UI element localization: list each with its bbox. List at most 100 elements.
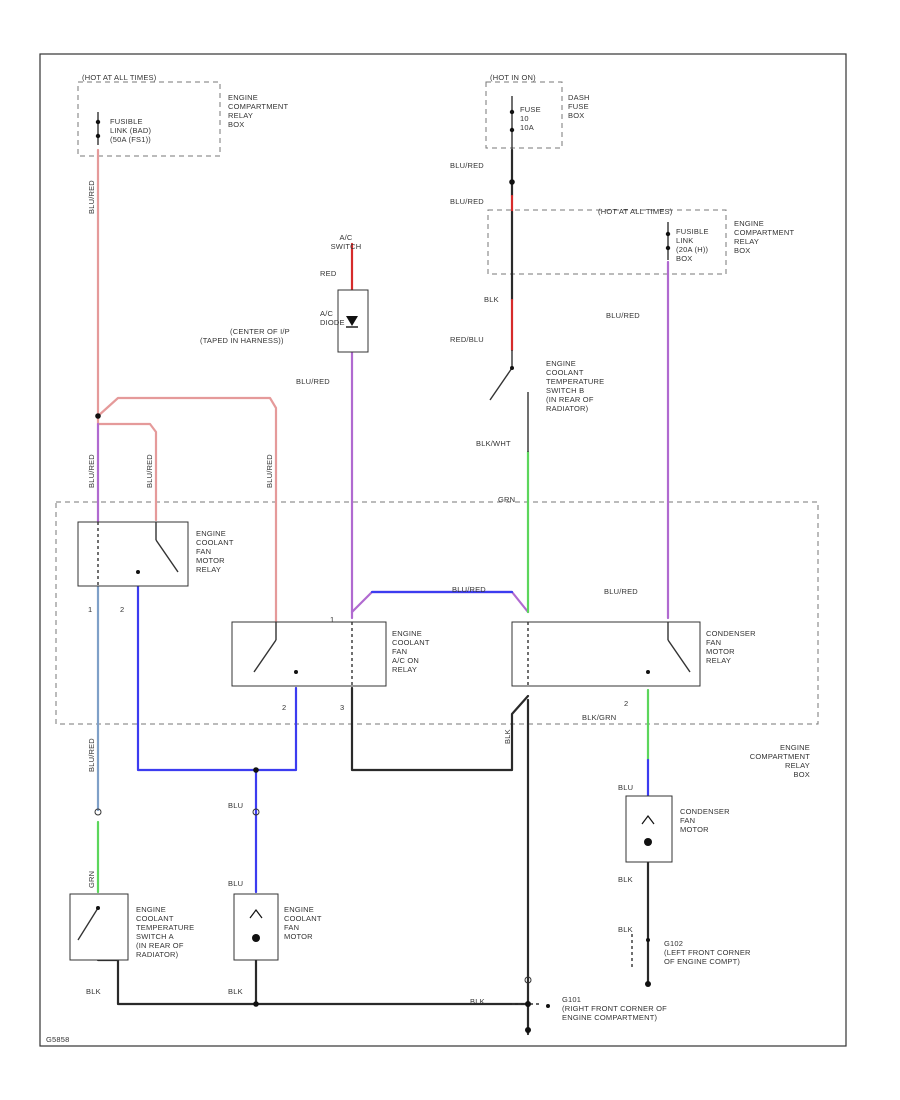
temp-switch-a-l5: (IN REAR OF: [136, 941, 184, 950]
wire-label: BLK: [228, 987, 243, 996]
g101-l3: ENGINE COMPARTMENT): [562, 1013, 657, 1022]
wire-label: BLK: [618, 875, 633, 884]
condenser-relay-l2: FAN: [706, 638, 721, 647]
wire-label: BLU/RED: [87, 180, 96, 214]
temp-switch-b-l6: RADIATOR): [546, 404, 589, 413]
fan-ac-relay-l1: ENGINE: [392, 629, 422, 638]
right-fuse-l1: FUSIBLE: [676, 227, 709, 236]
wire-label: RED/BLU: [450, 335, 484, 344]
wire-left-to-ac-relay: [96, 396, 278, 624]
wire-blue-bus: [136, 580, 298, 772]
top-left-box-l3: RELAY: [228, 111, 253, 120]
ac-diode-l1: A/C: [320, 309, 333, 318]
temp-switch-b-l5: (IN REAR OF: [546, 395, 594, 404]
ac-diode-l4: (TAPED IN HARNESS)): [200, 336, 284, 345]
wire-label: BLU/RED: [450, 197, 484, 206]
right-fuse-box: (HOT AT ALL TIMES) FUSIBLE LINK (20A (H)…: [487, 207, 794, 275]
top-left-fuse-l3: (50A (FS1)): [110, 135, 151, 144]
wire-label: BLU: [618, 783, 633, 792]
wire-diode-to-condenser-relay: [350, 590, 530, 614]
coolant-fan-motor-l3: FAN: [284, 923, 299, 932]
relay-box-l4: BOX: [794, 770, 810, 779]
wire-black-loop: [350, 686, 530, 772]
temp-switch-a-l6: RADIATOR): [136, 950, 179, 959]
wire-label: BLU/RED: [450, 161, 484, 170]
pin-label: 2: [624, 699, 628, 708]
wire-label: BLK: [618, 925, 633, 934]
g102-l1: G102: [664, 939, 683, 948]
temp-switch-a: [69, 893, 129, 961]
top-mid-fuse-l3: 10A: [520, 123, 534, 132]
ground-g102: [631, 934, 651, 987]
condenser-motor-l2: FAN: [680, 816, 695, 825]
relay-box-l1: ENGINE: [780, 743, 810, 752]
wire-label: GRN: [498, 495, 515, 504]
right-box-l4: BOX: [734, 246, 750, 255]
top-mid-box-l1: DASH: [568, 93, 590, 102]
condenser-motor-l3: MOTOR: [680, 825, 709, 834]
top-mid-fuse-l2: 10: [520, 114, 529, 123]
g101-l2: (RIGHT FRONT CORNER OF: [562, 1004, 667, 1013]
wire-label: BLU/RED: [87, 738, 96, 772]
pin-label: 1: [330, 615, 334, 624]
connector-dot: [94, 808, 102, 816]
top-middle-fuse-box: (HOT IN ON) FUSE 10 10A DASH FUSE BOX: [485, 73, 590, 150]
junction-dot: [253, 767, 259, 773]
top-mid-header: (HOT IN ON): [490, 73, 536, 82]
wire-left-to-relay-b: [96, 422, 158, 522]
g101-l1: G101: [562, 995, 581, 1004]
coolant-fan-motor-l2: COOLANT: [284, 914, 322, 923]
wire-label: BLU/RED: [87, 454, 96, 488]
wire-label: BLK: [484, 295, 499, 304]
condenser-motor-l1: CONDENSER: [680, 807, 730, 816]
top-mid-box-l3: BOX: [568, 111, 584, 120]
right-fuse-l3: (20A (H)): [676, 245, 709, 254]
temp-switch-a-l1: ENGINE: [136, 905, 166, 914]
fan-motor-relay-l1: ENGINE: [196, 529, 226, 538]
ac-diode: [337, 289, 369, 353]
ac-switch-l2: SWITCH: [331, 242, 362, 251]
relay-box-l2: COMPARTMENT: [750, 752, 810, 761]
wire-bottom-ground: [96, 958, 530, 1006]
diagram-id: G5858: [46, 1035, 70, 1044]
temp-switch-b-l4: SWITCH B: [546, 386, 584, 395]
wire-label: BLK: [503, 729, 512, 744]
right-fuse-l2: LINK: [676, 236, 693, 245]
condenser-relay-l3: MOTOR: [706, 647, 735, 656]
temp-switch-b-l2: COOLANT: [546, 368, 584, 377]
top-mid-fuse-l1: FUSE: [520, 105, 541, 114]
wire-label: BLU/RED: [452, 585, 486, 594]
right-box-l2: COMPARTMENT: [734, 228, 794, 237]
diagram-frame: [39, 53, 847, 1047]
right-fuse-l4: BOX: [676, 254, 692, 263]
connector-dot: [252, 808, 260, 816]
wire-label: BLU/RED: [606, 311, 640, 320]
wire-label: BLU/RED: [296, 377, 330, 386]
top-mid-box-l2: FUSE: [568, 102, 589, 111]
top-left-header: (HOT AT ALL TIMES): [82, 73, 157, 82]
coolant-fan-motor-l4: MOTOR: [284, 932, 313, 941]
fan-motor-relay-l4: MOTOR: [196, 556, 225, 565]
right-box-l3: RELAY: [734, 237, 759, 246]
top-left-box-l2: COMPARTMENT: [228, 102, 288, 111]
wire-label: BLU/RED: [265, 454, 274, 488]
top-left-box-l4: BOX: [228, 120, 244, 129]
wire-label: BLK: [86, 987, 101, 996]
wire-label: BLU: [228, 879, 243, 888]
condenser-relay-l4: RELAY: [706, 656, 731, 665]
top-left-fuse-box: (HOT AT ALL TIMES) FUSIBLE LINK (BAD) (5…: [77, 73, 288, 157]
fan-ac-relay-l2: COOLANT: [392, 638, 430, 647]
pin-label: 3: [340, 703, 344, 712]
wire-label: BLK: [470, 997, 485, 1006]
g102-l3: OF ENGINE COMPT): [664, 957, 740, 966]
fan-ac-relay-l4: A/C ON: [392, 656, 419, 665]
fan-ac-relay-l5: RELAY: [392, 665, 417, 674]
wire-label: BLK/GRN: [582, 713, 616, 722]
right-header: (HOT AT ALL TIMES): [598, 207, 673, 216]
fan-ac-relay: [231, 621, 387, 687]
relay-box-l3: RELAY: [785, 761, 810, 770]
pin-label: 1: [88, 605, 92, 614]
temp-switch-b: [489, 350, 529, 452]
